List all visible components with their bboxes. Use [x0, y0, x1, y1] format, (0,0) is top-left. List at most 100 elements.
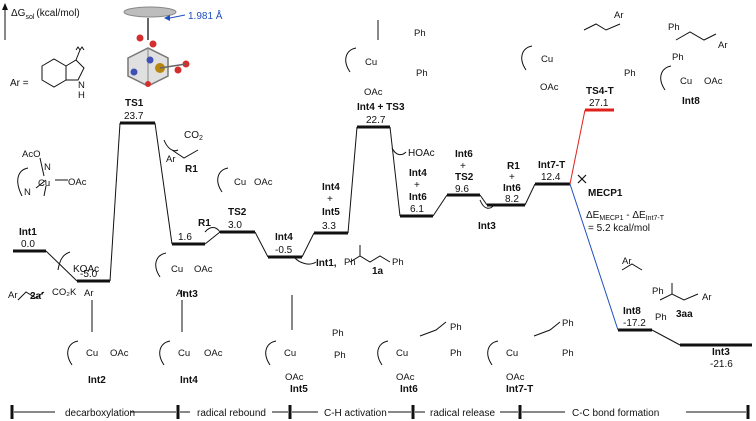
stage-decarboxylation: decarboxylation — [65, 408, 135, 419]
svg-text:+: + — [509, 172, 515, 183]
energy-levels — [13, 108, 752, 347]
mecp-value: = 5.2 kcal/mol — [588, 223, 650, 234]
stage-ch-activation: C-H activation — [324, 408, 387, 419]
lvl-int4-int6-val: 6.1 — [410, 204, 424, 215]
stage-radical-release: radical release — [430, 408, 495, 419]
ts1-3d-structure — [123, 6, 190, 87]
1a-ph2: Ph — [392, 257, 404, 268]
hoac-label: HOAc — [408, 148, 435, 159]
axis-label: ΔGsol(kcal/mol) — [11, 8, 80, 21]
struct-int2: Int2 — [88, 375, 106, 386]
lvl-int6-ts2-val: 9.6 — [455, 184, 469, 195]
int5-ph1: Ph — [332, 328, 344, 339]
ts3-cu: Cu — [365, 57, 377, 68]
int1-n2: N — [44, 162, 51, 173]
svg-text:+: + — [327, 194, 333, 205]
svg-text:Int6: Int6 — [503, 183, 521, 194]
int6-ph2: Ph — [450, 348, 462, 359]
ts2-oac: OAc — [254, 177, 273, 188]
int8-ph1: Ph — [668, 22, 680, 33]
co2-label: CO2 — [184, 130, 203, 142]
lvl-minus5-val: -5.0 — [80, 269, 98, 280]
3aa-ph2: Ph — [655, 312, 667, 323]
lvl-int1-val: 0.0 — [21, 239, 35, 250]
int8-oac: OAc — [704, 76, 723, 87]
int1-structure — [17, 157, 68, 197]
lvl-int3-val: -21.6 — [710, 359, 733, 370]
int6-ph1: Ph — [450, 322, 462, 333]
svg-text:Int4: Int4 — [409, 168, 427, 179]
struct-int7t: Int7-T — [506, 384, 533, 395]
mecp-equation: ΔEMECP1 - ΔEInt7-T — [586, 210, 665, 222]
int5-oac: OAc — [285, 372, 304, 383]
svg-text:R1: R1 — [507, 161, 520, 172]
lvl-ts4t-val: 27.1 — [589, 98, 609, 109]
ar-label: Ar = — [10, 78, 29, 89]
1a-ph1: Ph — [344, 257, 356, 268]
1a-label: 1a — [372, 266, 384, 277]
lvl-int4-val: -0.5 — [275, 245, 293, 256]
lvl-r1-int6-val: 8.2 — [505, 194, 519, 205]
lvl-int7t-val: 12.4 — [541, 172, 561, 183]
lvl-int4-int5-a: Int4 — [322, 182, 340, 193]
int4-cu: Cu — [178, 348, 190, 359]
int2-cu: Cu — [86, 348, 98, 359]
ts3-ph1: Ph — [414, 28, 426, 39]
ts4-ar: Ar — [614, 10, 624, 21]
lvl-ts2-val: 3.0 — [228, 220, 242, 231]
lvl-int8-name: Int8 — [623, 306, 641, 317]
int3-cu: Cu — [171, 264, 183, 275]
r1-top-label: R1 — [185, 164, 198, 175]
svg-text:+: + — [460, 161, 466, 172]
lvl-int4-int5-val: 3.3 — [322, 221, 336, 232]
lvl-ts2-name: TS2 — [228, 207, 247, 218]
svg-text:TS2: TS2 — [455, 172, 474, 183]
int3-oac: OAc — [194, 264, 213, 275]
indole-h: H — [78, 90, 85, 101]
int7-cu: Cu — [506, 348, 518, 359]
indole-n: N — [78, 80, 85, 91]
int1-aco: AcO — [22, 149, 40, 160]
bond-arrow — [169, 14, 186, 19]
int1-oac: OAc — [68, 177, 87, 188]
ts4-oac: OAc — [540, 82, 559, 93]
int7-ph2: Ph — [562, 348, 574, 359]
ts4-ph: Ph — [624, 68, 636, 79]
struct-int4: Int4 — [180, 375, 198, 386]
bottom-structures — [67, 295, 561, 366]
int8-ar: Ar — [718, 40, 728, 51]
svg-text:Int6: Int6 — [409, 192, 427, 203]
lvl-int3-name: Int3 — [712, 347, 730, 358]
stage-radical-rebound: radical rebound — [197, 408, 266, 419]
int4-oac: OAc — [204, 348, 223, 359]
lvl-ts4t-name: TS4-T — [586, 86, 614, 97]
ts4-cu: Cu — [541, 54, 553, 65]
indole-structure — [41, 46, 85, 88]
int1-n1: N — [24, 187, 31, 198]
lvl-ts1-val: 23.7 — [124, 111, 144, 122]
2a-ar: Ar — [8, 290, 18, 301]
int5-ph2: Ph — [334, 350, 346, 361]
int3-b-label: Int3 — [478, 221, 496, 232]
svg-text:+: + — [414, 180, 420, 191]
int1-1a-label: Int1, — [316, 258, 337, 269]
int7-ph1: Ph — [562, 318, 574, 329]
2a-co2k: CO₂K — [52, 287, 77, 298]
stage-cc-bond: C-C bond formation — [572, 408, 659, 419]
lvl-ts1-name: TS1 — [125, 98, 144, 109]
struct-int5: Int5 — [290, 384, 308, 395]
energy-axis: ΔGsol(kcal/mol) — [2, 3, 80, 40]
int8-cu: Cu — [680, 76, 692, 87]
side-arrows — [57, 139, 495, 271]
lvl-int1-name: Int1 — [19, 227, 37, 238]
lvl-int4-int5-b: Int5 — [322, 207, 340, 218]
3aa-ph1: Ph — [652, 286, 664, 297]
ts2-cu: Cu — [234, 177, 246, 188]
2a-label: 2a' — [30, 291, 44, 302]
bond-length: 1.981 Å — [188, 9, 223, 22]
lvl-int4-ts3-val: 22.7 — [366, 115, 386, 126]
int2-ar: Ar — [84, 288, 94, 299]
h2c-ar-ar: Ar — [622, 256, 632, 267]
3aa-ar: Ar — [702, 292, 712, 303]
